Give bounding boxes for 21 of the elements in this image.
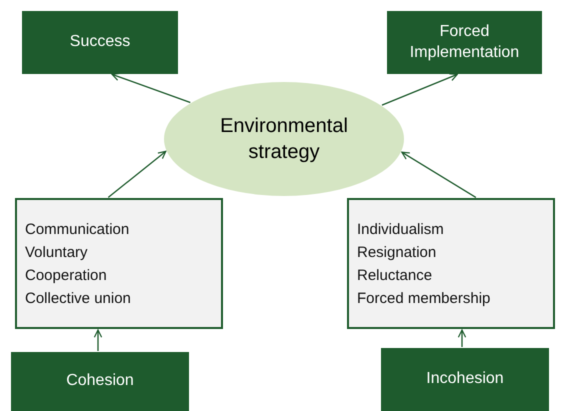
outcome-box: Success [22, 11, 178, 74]
arrow [458, 329, 466, 347]
outcome-box: Incohesion [381, 348, 549, 411]
factor-box [15, 198, 223, 329]
arrow [401, 152, 476, 198]
factor-text: Reluctance [357, 266, 434, 286]
factor-text: Collective union [25, 288, 132, 308]
factor-text: Resignation [357, 242, 438, 262]
factor-box [347, 198, 555, 329]
arrow [111, 72, 191, 104]
arrow [108, 150, 166, 198]
factor-text: Individualism [357, 220, 445, 240]
arrow [382, 73, 458, 106]
arrow [94, 329, 102, 351]
factor-text: Communication [25, 220, 130, 240]
factor-text: Cooperation [25, 266, 108, 286]
factor-text: Forced membership [357, 288, 492, 308]
outcome-box: Forced Implementation [387, 11, 542, 74]
factor-text: Voluntary [25, 242, 89, 262]
strategy-ellipse: Environmental strategy [164, 82, 404, 196]
outcome-box: Cohesion [11, 352, 189, 411]
